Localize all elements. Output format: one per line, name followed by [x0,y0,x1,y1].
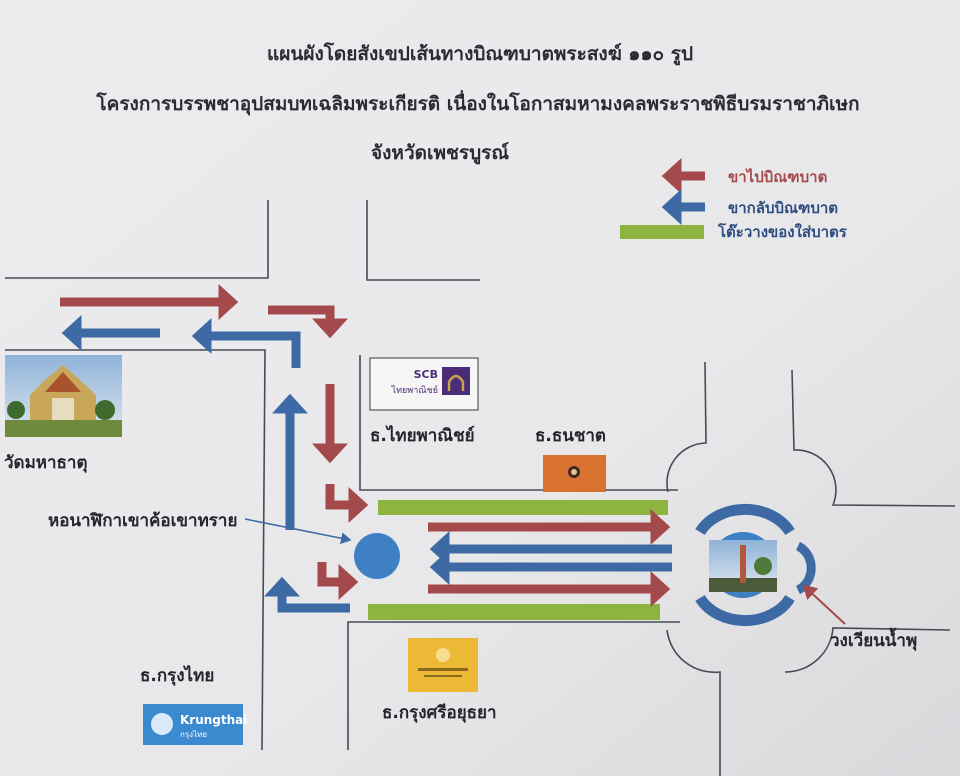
legend-table-swatch [620,225,704,239]
thanachart-logo [543,455,606,492]
scb-logo-text-th: ไทยพาณิชย์ [391,384,438,396]
scb-logo: SCB ไทยพาณิชย์ [369,357,479,411]
fountain-roundabout [695,503,816,627]
krungthai-logo-text-en: Krungthai [180,713,247,727]
scb-logo-text-en: SCB [414,368,438,381]
offering-table-top [378,500,668,515]
krungthai-label: ธ.กรุงไทย [140,665,214,686]
legend-table-label: โต๊ะวางของใส่บาตร [717,222,848,241]
fountain-photo [709,540,777,592]
clock-tower-pointer [244,518,352,545]
legend-return-label: ขากลับบิณฑบาต [728,199,838,217]
temple-photo [5,355,122,437]
clock-tower-label: หอนาฬิกาเขาค้อเขาทราย [48,511,237,531]
outbound-route [60,284,671,607]
krungthai-logo-text-th: กรุงไทย [180,730,207,739]
krungsri-label: ธ.กรุงศรีอยุธยา [382,702,497,723]
krungsri-logo [408,638,478,692]
offering-table-bottom [368,604,660,620]
clock-tower-marker [354,533,400,579]
temple-label: วัดมหาธาตุ [4,453,88,473]
return-route [61,315,672,613]
legend: ขาไปบิณฑบาต ขากลับบิณฑบาต โต๊ะวางของใส่บ… [620,158,848,241]
scb-label: ธ.ไทยพาณิชย์ [370,425,475,446]
fountain-pointer [802,584,846,625]
thanachart-label: ธ.ธนชาต [535,426,606,446]
fountain-label: วงเวียนน้ำพุ [830,627,917,651]
legend-outbound-label: ขาไปบิณฑบาต [728,167,827,186]
title-line-2: โครงการบรรพชาอุปสมบทเฉลิมพระเกียรติ เนื่… [95,90,859,116]
krungthai-logo: Krungthai กรุงไทย [143,704,247,745]
title-line-3: จังหวัดเพชรบูรณ์ [371,142,509,165]
title-line-1: แผนผังโดยสังเขปเส้นทางบิณฑบาตพระสงฆ์ ๑๑๐… [267,42,693,66]
